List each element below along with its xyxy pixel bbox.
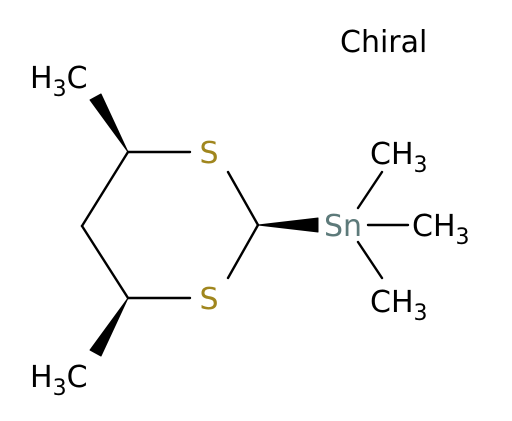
methyl-bottom-left: H3C [30, 360, 88, 401]
bond-sn-methyl-top [356, 170, 384, 210]
wedge-bond-c2-sn [257, 217, 319, 233]
methyl-sn-right-ch: CH [412, 209, 456, 244]
wedge-bond-c4-methyl [89, 93, 129, 153]
methyl-sn-bottom-subscript: 3 [414, 301, 428, 326]
methyl-top-left-subscript: 3 [53, 77, 67, 102]
methyl-sn-top-ch: CH [370, 137, 414, 172]
bond-c6-c5 [80, 224, 130, 300]
bond-c2-s3 [226, 223, 260, 280]
chiral-label: Chiral [340, 25, 427, 60]
methyl-bottom-left-subscript: 3 [53, 376, 67, 401]
bond-sn-methyl-bottom [356, 240, 384, 280]
methyl-sn-right-subscript: 3 [456, 225, 470, 250]
methyl-top-left: H3C [30, 61, 88, 102]
methyl-sn-bottom: CH3 [370, 285, 428, 326]
tin-atom: Sn [324, 209, 362, 244]
methyl-sn-top-subscript: 3 [414, 153, 428, 178]
sulfur-atom-bottom: S [199, 282, 218, 317]
sulfur-atom-top: S [199, 136, 218, 171]
wedge-bond-c6-methyl [89, 297, 129, 357]
bond-s1-c2 [226, 170, 260, 227]
bond-c5-c4 [80, 150, 130, 228]
methyl-bottom-left-c: C [67, 360, 88, 395]
methyl-sn-bottom-ch: CH [370, 285, 414, 320]
methyl-sn-right: CH3 [412, 209, 470, 250]
methyl-bottom-left-h: H [30, 360, 53, 395]
methyl-sn-top: CH3 [370, 137, 428, 178]
methyl-top-left-h: H [30, 61, 53, 96]
methyl-top-left-c: C [67, 61, 88, 96]
